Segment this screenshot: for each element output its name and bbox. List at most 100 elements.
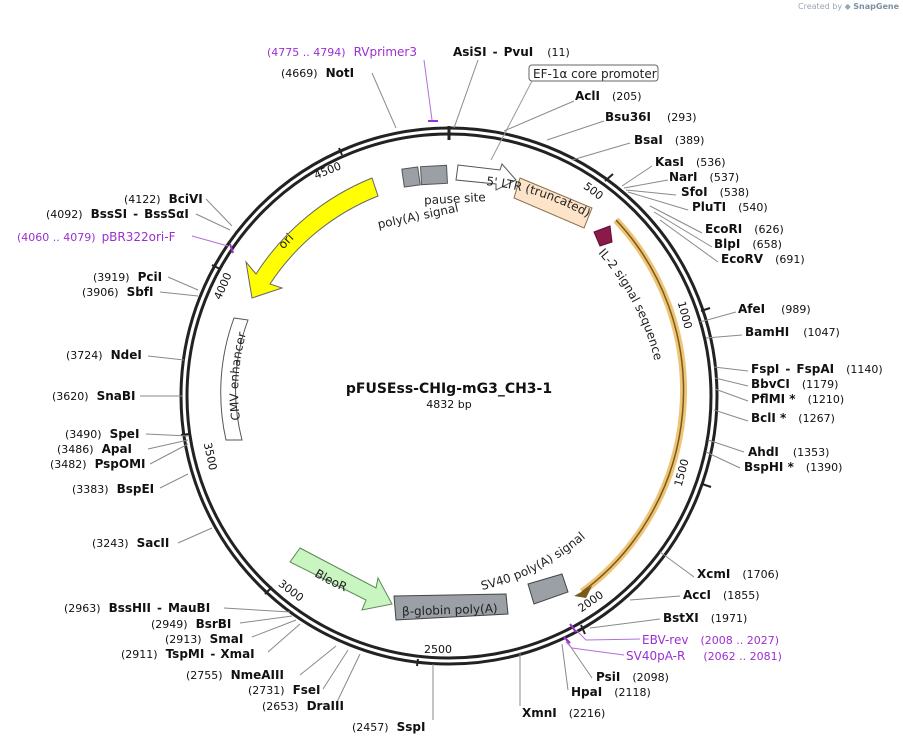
primer-marker-pbr322 [229,243,234,254]
leader-ndei [147,355,185,361]
enzyme-pos: (538) [720,186,750,199]
enzyme-fspi-fspai[interactable]: FspI-FspAI(1140) [751,362,883,376]
cds-highlight-arc[interactable] [579,217,687,595]
enzyme-pos: (1047) [803,326,840,339]
leader-bamhi [705,334,743,339]
leader-acli [503,100,575,132]
primer-name: SV40pA-R [626,649,685,663]
enzyme-xmni[interactable]: XmnI(2216) [522,706,605,720]
tick-2500: 2500 [424,643,452,656]
enzyme-pos: (2911) [121,648,158,661]
leader-ecori-group [649,205,719,263]
leader-bssi-group [195,198,233,231]
ltr-feature[interactable] [513,177,593,229]
enzyme-asisi-pvui[interactable]: AsiSI-PvuI(11) [453,45,570,59]
ef1a-label-box: EF-1α core promoter [490,64,659,161]
enzyme-sfoi[interactable]: SfoI(538) [681,185,749,199]
enzyme-nmeaiii[interactable]: (2755)NmeAIII [186,668,284,682]
enzyme-bamhi[interactable]: BamHI (1047) [745,325,840,339]
leader-tspmi-group [223,607,301,653]
enzyme-ecori[interactable]: EcoRI(626) [705,222,784,236]
enzyme-bsrbi[interactable]: (2949)BsrBI [151,617,231,631]
ori-arrow[interactable] [245,177,379,299]
enzyme-smai[interactable]: (2913)SmaI [165,632,243,646]
enzyme-name: BamHI [745,325,789,339]
enzyme-bsssi-bsssai[interactable]: (4092)BssSI-BssSαI [46,207,189,221]
enzyme-fsei[interactable]: (2731)FseI [248,683,321,697]
enzyme-sbfi[interactable]: (3906)SbfI [82,285,154,299]
polya-signal-feature[interactable] [401,166,421,188]
enzyme-noti[interactable]: (4669)NotI [281,66,354,80]
enzyme-name: XcmI [697,567,730,581]
enzyme-snabi[interactable]: (3620)SnaBI [52,389,135,403]
enzyme-pluti[interactable]: PluTI(540) [692,200,768,214]
plasmid-name: pFUSEss-CHIg-mG3_CH3-1 [346,381,552,397]
bglobin-feature[interactable] [393,593,509,621]
enzyme-bsshii-maubi[interactable]: (2963)BssHII-MauBI [64,601,210,615]
enzyme-pcii[interactable]: (3919)PciI [93,270,162,284]
enzyme-name: KasI [655,155,684,169]
cmv-enhancer-feature[interactable] [220,317,249,441]
tick-mark-4000 [211,264,221,270]
enzyme-pos: (3906) [82,286,119,299]
polya-signal-label: poly(A) signal [376,201,459,232]
enzyme-bsai[interactable]: BsaI(389) [634,133,704,147]
enzyme-name: AclI [575,89,600,103]
enzyme-pos: (3243) [92,537,129,550]
enzyme-name: NdeI [111,348,142,362]
enzyme-psii[interactable]: PsiI(2098) [596,670,669,684]
enzyme-pos: (3486) [57,443,94,456]
enzyme-bsphi[interactable]: BspHI *(1390) [744,460,842,474]
enzyme-name: PciI [138,270,163,284]
enzyme-pspomi[interactable]: (3482)PspOMI [50,457,146,471]
enzyme-separator: - [785,362,790,376]
bleor-arrow[interactable] [289,547,393,611]
enzyme-bbvci[interactable]: BbvCI(1179) [751,377,838,391]
enzyme-ecorv[interactable]: EcoRV(691) [721,252,805,266]
enzyme-nari[interactable]: NarI(537) [669,170,739,184]
enzyme-bcli[interactable]: BclI *(1267) [751,411,835,425]
enzyme-pflmi[interactable]: PflMI *(1210) [751,392,844,406]
enzyme-spei[interactable]: (3490)SpeI [65,427,139,441]
pause-site-feature[interactable] [420,164,448,186]
enzyme-pos: (1179) [802,378,839,391]
enzyme-xcmi[interactable]: XcmI(1706) [697,567,779,581]
enzyme-bsu36i[interactable]: Bsu36I(293) [605,110,697,124]
enzyme-separator: - [493,45,498,59]
enzyme-pos: (2653) [262,700,299,713]
enzyme-afei[interactable]: AfeI(989) [738,302,811,316]
enzyme-separator: - [157,601,162,615]
enzyme-bstxi[interactable]: BstXI(1971) [663,611,747,625]
enzyme-pos: (1353) [793,446,830,459]
enzyme-name: BciVI [169,192,203,206]
enzyme-ahdi[interactable]: AhdI(1353) [748,445,829,459]
tick-mark-3000 [264,586,273,595]
enzyme-pos: (3490) [65,428,102,441]
enzyme-blpi[interactable]: BlpI(658) [714,237,782,251]
enzyme-sspi[interactable]: (2457)SspI [352,720,425,734]
enzyme-pos: (205) [612,90,642,103]
enzyme-pos: (4122) [124,193,161,206]
enzyme-apai[interactable]: (3486)ApaI [57,442,132,456]
enzyme-name: FseI [293,683,321,697]
enzyme-bcivi[interactable]: (4122) BciVI [124,192,203,206]
tick-mark-2000 [580,624,586,635]
enzyme-acli[interactable]: AclI (205) [575,89,642,103]
enzyme-kasi[interactable]: KasI(536) [655,155,726,169]
il2-marker[interactable] [593,225,613,247]
credit-prefix: Created by [798,2,843,11]
enzyme-pos: (537) [710,171,740,184]
enzyme-tspmi-xmai[interactable]: (2911)TspMI-XmaI [121,647,255,661]
enzyme-draiii[interactable]: (2653)DraIII [262,699,344,713]
enzyme-bspei[interactable]: (3383)BspEI [72,482,154,496]
enzyme-sacii[interactable]: (3243)SacII [92,536,169,550]
sv40-feature[interactable] [527,573,569,605]
tick-mark-3500 [180,433,190,436]
tick-3000: 3000 [276,577,306,604]
enzyme-hpai[interactable]: HpaI(2118) [571,685,651,699]
enzyme-ndei[interactable]: (3724)NdeI [66,348,142,362]
ef1a-promoter-arrow[interactable] [455,163,517,191]
enzyme-acci[interactable]: AccI(1855) [683,588,760,602]
primer-markers [229,120,577,644]
enzyme-separator: - [133,207,138,221]
